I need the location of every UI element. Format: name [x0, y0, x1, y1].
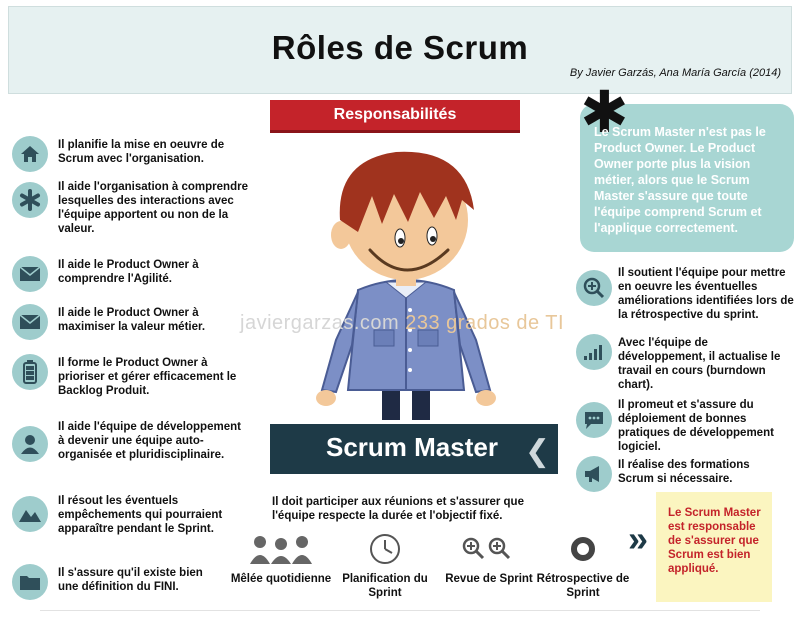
group-icon: [226, 532, 336, 566]
clock-icon: [330, 532, 440, 566]
double-zoom-icon: [434, 532, 544, 566]
meeting-retrospective: Rétrospective de Sprint: [528, 532, 638, 600]
zoom-icon: [576, 270, 612, 306]
chevron-left-icon: ❮: [524, 435, 550, 468]
page-title: Rôles de Scrum: [271, 29, 529, 66]
conclusion-box: Le Scrum Master est responsable de s'ass…: [656, 492, 772, 602]
envelope-icon: [12, 304, 48, 340]
folder-icon: [12, 564, 48, 600]
asterisk-icon: ✱: [580, 80, 629, 145]
double-chevron-right-icon: »: [628, 518, 649, 559]
scrum-master-subtitle: Il doit participer aux réunions et s'ass…: [272, 496, 524, 522]
house-icon: [12, 136, 48, 172]
scrum-master-character: [316, 151, 496, 420]
bar-chart-icon: [576, 334, 612, 370]
meeting-sprint-planning: Planification du Sprint: [330, 532, 440, 600]
meeting-daily-scrum: Mêlée quotidienne: [226, 532, 336, 586]
note-text: Le Scrum Master n'est pas le Product Own…: [594, 125, 766, 235]
meeting-sprint-review: Revue de Sprint: [434, 532, 544, 586]
person-icon: [12, 426, 48, 462]
note-box: ✱ Le Scrum Master n'est pas le Product O…: [580, 84, 794, 252]
mountains-icon: [12, 496, 48, 532]
ring-icon: [528, 532, 638, 566]
megaphone-icon: [576, 456, 612, 492]
envelope-icon: [12, 256, 48, 292]
scrum-master-banner: Scrum Master ❮: [270, 424, 558, 474]
battery-icon: [12, 354, 48, 390]
header: Rôles de Scrum By Javier Garzás, Ana Mar…: [8, 6, 792, 94]
watermark: javiergarzas.com 233 grados de TI: [240, 312, 565, 334]
authors-credit: By Javier Garzás, Ana María García (2014…: [569, 67, 781, 79]
asterisk-icon: [12, 182, 48, 218]
responsibilities-banner: Responsabilités: [270, 100, 520, 130]
conclusion-text: Le Scrum Master est responsable de s'ass…: [668, 507, 761, 575]
divider: [40, 610, 760, 611]
speech-bubble-icon: [576, 402, 612, 438]
